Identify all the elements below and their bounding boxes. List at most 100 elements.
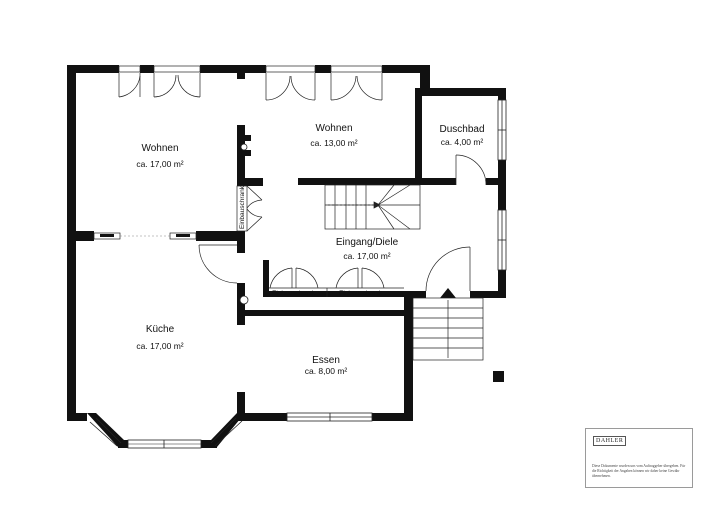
- interior-walls: [76, 88, 504, 382]
- wall-wohnen-kueche-mid: [196, 231, 245, 241]
- room-kueche-name: Küche: [146, 324, 175, 335]
- room-eingang-name: Eingang/Diele: [336, 237, 399, 248]
- door-frame-2: [153, 65, 201, 73]
- bay-glass-right-b: [214, 420, 243, 447]
- entry-arrow: [440, 288, 456, 298]
- door-frame-3: [265, 65, 316, 73]
- stair-step-6: [377, 184, 411, 206]
- room-duschbad-name: Duschbad: [439, 124, 484, 135]
- label-cabinet-bottom-left: Einbauschrank: [272, 290, 316, 297]
- windows: [286, 99, 507, 422]
- door-duschbad-arc: [455, 154, 487, 186]
- door-top-2-arc-b: [177, 74, 201, 98]
- sliding-door-leaf-right: [176, 234, 190, 237]
- bay-wall-left: [87, 413, 124, 447]
- staircase-interior: [324, 184, 421, 230]
- legend-box: DAHLER Diese Dokumente wurden uns vom Au…: [585, 428, 693, 488]
- wall-right-1: [498, 88, 506, 100]
- wall-cabinet-bottom: [263, 291, 405, 297]
- label-cabinet-bottom-right: Einbauschrank: [339, 290, 383, 297]
- room-wohnen-left-area: ca. 17,00 m²: [136, 159, 183, 169]
- stair-step-7: [377, 204, 395, 230]
- wall-duschbad-bottom: [420, 178, 456, 185]
- room-wohnen-left-name: Wohnen: [141, 143, 178, 154]
- wall-bottom-left: [67, 413, 87, 421]
- wall-essen-bottom-1: [237, 413, 287, 421]
- label-cabinet-vertical: Einbauschrank: [239, 185, 246, 229]
- wall-center-mid: [237, 231, 245, 245]
- wall-left: [67, 65, 76, 421]
- cabinet-2-arc-a: [335, 267, 359, 289]
- room-wohnen-right-name: Wohnen: [315, 123, 352, 134]
- cabinet-1-arc-b: [295, 267, 319, 289]
- wall-bay-right-vertical: [237, 392, 245, 421]
- vertical-cabinet-door-a: [246, 185, 263, 201]
- door-top-2-arc-a: [153, 74, 177, 98]
- cabinet-2-arc-b: [361, 267, 385, 289]
- wall-essen-right: [404, 291, 413, 421]
- wall-chimney-mark: [237, 73, 245, 79]
- wall-duschbad-top: [420, 88, 506, 96]
- column-circle-upper: [240, 143, 248, 151]
- room-kueche-area: ca. 17,00 m²: [136, 341, 183, 351]
- wall-top-2: [140, 65, 154, 73]
- wall-column-lower: [237, 283, 245, 325]
- stair-arrow-head: [373, 201, 381, 209]
- terrace-door-frames: [118, 65, 383, 73]
- door-kueche: [198, 244, 238, 284]
- wall-top-3: [200, 65, 266, 73]
- bay-glass-right-a: [210, 417, 237, 444]
- bay-wall-right: [211, 413, 245, 447]
- door-top-3-arc-b: [290, 75, 316, 101]
- wall-cabinet-left: [263, 260, 269, 297]
- wall-diele-top: [298, 178, 420, 185]
- cabinet-1-arc-a: [269, 267, 293, 289]
- ext-stair-outline: [412, 297, 484, 361]
- company-logo: DAHLER: [593, 436, 627, 446]
- wall-essen-bottom-2: [372, 413, 413, 421]
- wall-essen-top: [245, 310, 405, 316]
- wall-entry-bottom-right: [470, 291, 506, 298]
- wall-top-1: [67, 65, 119, 73]
- room-essen-name: Essen: [312, 355, 340, 366]
- outside-marker: [493, 371, 504, 382]
- wall-kueche-right-upper: [237, 245, 245, 253]
- door-top-3-arc-a: [265, 75, 291, 101]
- terrace-doors: [118, 73, 383, 101]
- wall-duschbad-divider: [415, 88, 422, 185]
- bottom-cabinets: [269, 267, 404, 297]
- door-top-1-arc-a: [118, 75, 141, 98]
- door-frame-1: [118, 65, 141, 73]
- column-circle: [239, 295, 249, 305]
- sliding-door: [93, 232, 197, 240]
- exterior-walls: [67, 65, 506, 421]
- door-kueche-arc: [198, 244, 238, 284]
- room-essen-area: ca. 8,00 m²: [305, 366, 348, 376]
- wall-top-4: [315, 65, 331, 73]
- stair-outline: [324, 184, 421, 230]
- wall-entry-bottom-left: [404, 291, 426, 298]
- disclaimer-note: Diese Dokumente wurden uns vom Auftragge…: [592, 464, 686, 478]
- bay-window: [87, 413, 245, 449]
- wall-center-column: [237, 125, 245, 185]
- vertical-cabinet: [236, 185, 263, 232]
- bay-glass-left-a: [95, 417, 122, 444]
- bay-wall-bottom-left: [118, 440, 128, 448]
- wall-center-lower: [237, 178, 263, 186]
- door-top-4-arc-b: [356, 75, 383, 101]
- staircase-exterior: [412, 297, 484, 361]
- wall-wohnen-kueche-left: [76, 231, 94, 241]
- wall-right-3: [498, 270, 506, 298]
- wall-duschbad-left: [420, 65, 430, 95]
- vertical-cabinet-arc-a: [246, 199, 263, 209]
- vertical-cabinet-arc-b: [246, 208, 263, 218]
- stair-step-5: [377, 184, 395, 206]
- bay-glass-left-b: [89, 421, 118, 447]
- door-top-4-arc-a: [330, 75, 357, 101]
- vertical-cabinet-frame: [236, 185, 248, 232]
- wall-center-stub-b: [245, 150, 251, 156]
- door-entry-arc: [425, 246, 471, 292]
- stair-step-8: [377, 204, 411, 230]
- room-duschbad-area: ca. 4,00 m²: [441, 137, 484, 147]
